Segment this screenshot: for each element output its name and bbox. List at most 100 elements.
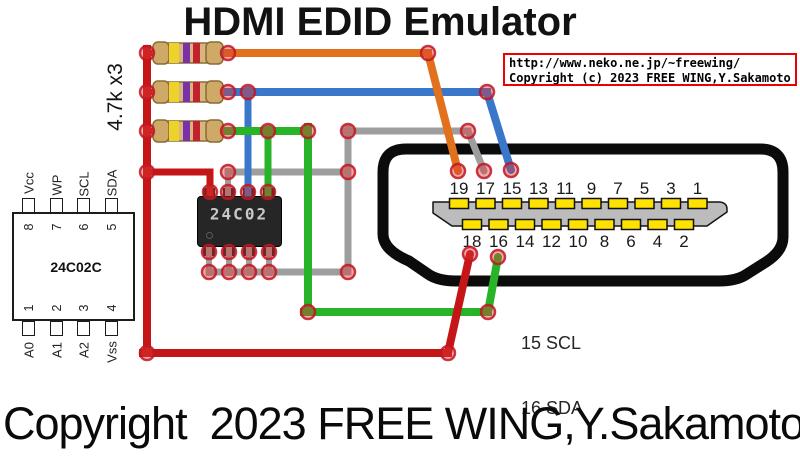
chip-pin-number: 3 [77,304,91,312]
resistor-band-violet [183,82,190,102]
resistor-band-red [193,82,200,102]
hdmi-top-pads [448,197,708,210]
resistor-4k7 [152,119,224,143]
hdmi-pin-number: 14 [516,232,535,251]
resistor-end [205,119,224,143]
junction-dot [459,122,477,140]
hdmi-pin-number: 2 [679,232,688,251]
hdmi-pad [660,197,682,210]
hdmi-connector-body [432,201,728,227]
credit-copyright: Copyright (c) 2023 FREE WING,Y.Sakamoto [509,71,791,85]
hdmi-pin-number: 3 [666,179,675,198]
chip-pin-square [22,198,35,213]
page-title: HDMI EDID Emulator [183,0,577,44]
junction-dot [138,163,156,181]
wire-segment [464,127,488,175]
resistor-4k7 [152,80,224,104]
hdmi-pin-number: 7 [613,179,622,198]
hdmi-pad [607,197,629,210]
hdmi-pin-number: 6 [626,232,635,251]
resistor-band-yellow [169,121,179,141]
hdmi-pad [567,218,589,231]
junction-dot [461,245,479,263]
chip-pin-square [105,198,118,213]
wire-hpd-orange [224,49,462,175]
junction-dot [240,263,258,281]
wire-segment [444,250,474,357]
junction-dot [220,263,238,281]
junction-dot [239,83,257,101]
hdmi-pin-number: 5 [640,179,649,198]
chip-pin-number: 4 [105,304,119,312]
junction-dot [219,163,237,181]
hdmi-pad [541,218,562,231]
hdmi-pad [514,218,536,231]
hdmi-pad [488,218,509,231]
pin-function-row: 15 SCL [521,333,582,353]
chip-pin-number: 2 [50,304,64,312]
hdmi-pad [620,218,642,231]
chip-pin-square [77,198,90,213]
junction-dot [200,263,218,281]
junction-dot [299,303,317,321]
chip-pin-number: 8 [22,223,36,231]
credit-url: http://www.neko.ne.jp/~freewing/ [509,56,741,70]
resistor-band-red [193,121,200,141]
hdmi-pin-number: 11 [556,179,574,198]
ic-pin [223,247,235,256]
resistor-body [153,42,224,64]
wire-scl-blue [224,86,515,197]
hdmi-pin-number: 12 [542,232,561,251]
chip-pin-label: Vss [104,341,120,363]
junction-dot [299,122,317,140]
junction-dot [439,344,457,362]
hdmi-pad [475,197,496,210]
chip-pin-label: SCL [76,171,92,197]
resistor-end [152,119,170,143]
junction-dot [339,163,357,181]
resistor-value-label: 4.7k x3 [104,63,127,131]
ic-pin [263,247,275,256]
resistor-4k7 [152,41,224,65]
wire-segment [483,88,515,174]
resistor-band-yellow [169,43,179,63]
junction-dot [339,122,357,140]
ic-pin [203,247,215,256]
chip-pin-square [50,198,63,213]
junction-dot [138,44,156,62]
chip-pin-label: SDA [104,169,120,197]
hdmi-pin-number: 15 [503,179,522,198]
resistor-end [205,41,224,65]
chip-pin-square [22,321,35,336]
hdmi-pad [554,197,576,210]
hdmi-pad [501,197,523,210]
hdmi-shell [377,143,789,287]
junction-dot [219,122,237,140]
hdmi-pin-function-list: 15 SCL 16 SDA 17 GND 18 +5V 19 HPD Hot P… [521,290,725,462]
junction-dot [419,44,437,62]
junction-dot [502,161,520,179]
hdmi-pin-number: 16 [489,232,508,251]
chip-pin-label: Vcc [21,172,37,194]
chip-pin-label: A2 [76,342,92,358]
hdmi-pad [687,197,708,210]
ic-pin1-dot [206,232,213,239]
junction-dot [138,122,156,140]
chip-pin-number: 1 [22,304,36,312]
chip-pin-label: A0 [21,342,37,358]
resistor-end [152,41,170,65]
schematic-chip-outline [12,212,135,321]
hdmi-bottom-pads [461,218,695,231]
wire-5v-red [139,45,474,357]
pin-function-row: 16 SDA [521,397,584,418]
junction-dot [259,122,277,140]
hdmi-pin-number: 4 [653,232,662,251]
hdmi-pad [461,218,483,231]
hdmi-pin-number: 17 [476,179,495,198]
junction-dot [479,303,497,321]
junction-dot [478,83,496,101]
hdmi-top-pin-numbers: 19 17 15 13 11 9 7 5 3 1 [450,179,703,198]
hdmi-pin-number: 19 [450,179,469,198]
junction-dot [138,344,156,362]
